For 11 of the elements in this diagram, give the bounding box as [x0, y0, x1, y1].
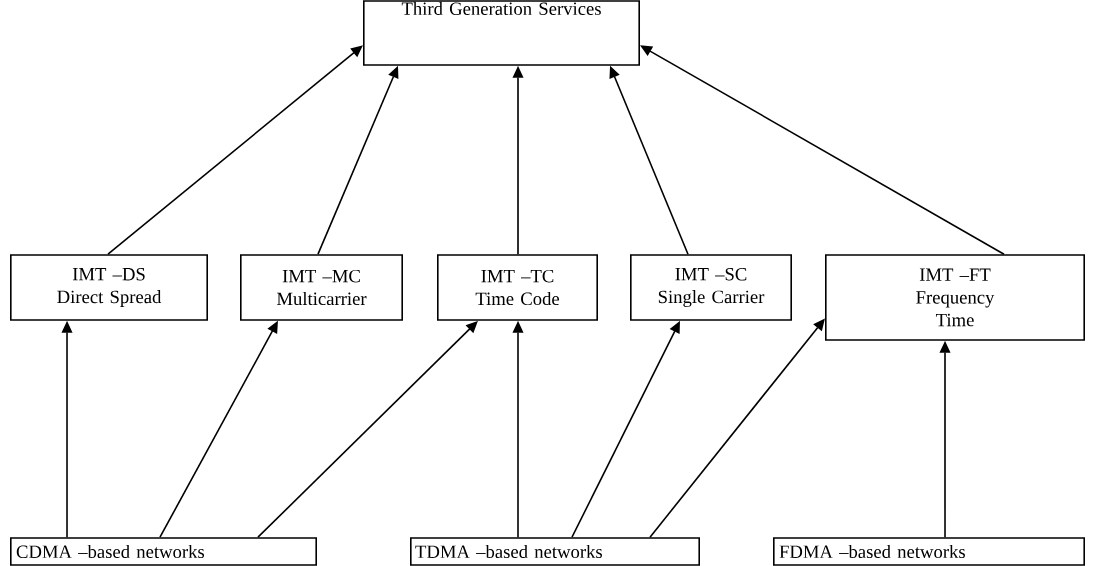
process-box: IMT –SC Single Carrier [630, 254, 792, 321]
process-box: FDMA –based networks [773, 537, 1085, 566]
process-box: IMT –DS Direct Spread [10, 254, 208, 321]
process-box: TDMA –based networks [410, 537, 700, 566]
process-box: CDMA –based networks [10, 537, 317, 566]
process-box: Third Generation Services [363, 0, 640, 66]
process-box: IMT –TC Time Code [437, 254, 598, 321]
process-box: IMT –FT Frequency Time [825, 254, 1085, 341]
process-box: IMT –MC Multicarrier [240, 254, 403, 321]
arrow [107, 45, 363, 255]
arrow [640, 45, 1005, 255]
